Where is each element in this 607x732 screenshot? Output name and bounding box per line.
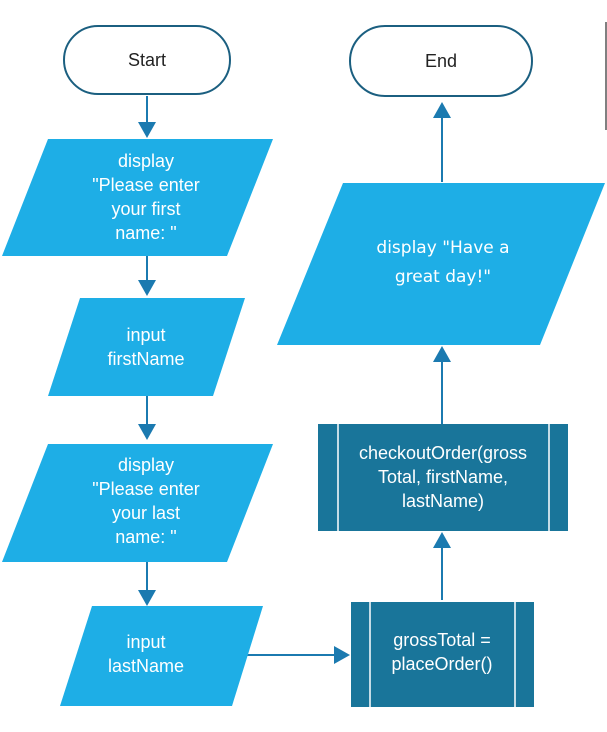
end-label: End: [425, 51, 457, 71]
checkout-line-1: checkoutOrder(gross: [359, 443, 527, 463]
display-first-line-3: your first: [111, 199, 180, 219]
arrowhead-icon: [138, 280, 156, 296]
arrowhead-icon: [433, 346, 451, 362]
display-last-line-3: your last: [112, 503, 180, 523]
place-order-process: grossTotal = placeOrder(): [351, 602, 534, 707]
display-first-line-2: "Please enter: [92, 175, 199, 195]
input-first-line-2: firstName: [107, 349, 184, 369]
start-label: Start: [128, 50, 166, 70]
arrowhead-icon: [138, 590, 156, 606]
checkout-line-2: Total, firstName,: [378, 467, 508, 487]
display-last-name-io: display "Please enter your last name: ": [2, 444, 273, 562]
input-last-name-io: input lastName: [60, 606, 263, 706]
great-day-line-2: great day!": [395, 267, 491, 287]
display-first-line-4: name: ": [115, 223, 176, 243]
place-order-line-1: grossTotal =: [393, 630, 491, 650]
start-terminal: Start: [63, 25, 231, 95]
display-first-name-io: display "Please enter your first name: ": [2, 139, 273, 256]
display-first-line-1: display: [118, 151, 174, 171]
arrowhead-icon: [138, 122, 156, 138]
input-last-line-1: input: [126, 632, 165, 652]
arrowhead-icon: [334, 646, 350, 664]
arrowhead-icon: [433, 102, 451, 118]
input-first-name-io: input firstName: [48, 298, 245, 396]
display-great-day-io: display "Have a great day!": [277, 183, 605, 345]
place-order-line-2: placeOrder(): [391, 654, 492, 674]
input-first-line-1: input: [126, 325, 165, 345]
checkout-order-process: checkoutOrder(gross Total, firstName, la…: [318, 424, 568, 531]
arrowhead-icon: [433, 532, 451, 548]
display-last-line-2: "Please enter: [92, 479, 199, 499]
checkout-line-3: lastName): [402, 491, 484, 511]
input-last-line-2: lastName: [108, 656, 184, 676]
great-day-line-1: display "Have a: [376, 238, 509, 258]
connectors: [138, 96, 451, 664]
display-last-line-4: name: ": [115, 527, 176, 547]
display-last-line-1: display: [118, 455, 174, 475]
arrowhead-icon: [138, 424, 156, 440]
end-terminal: End: [349, 25, 533, 97]
